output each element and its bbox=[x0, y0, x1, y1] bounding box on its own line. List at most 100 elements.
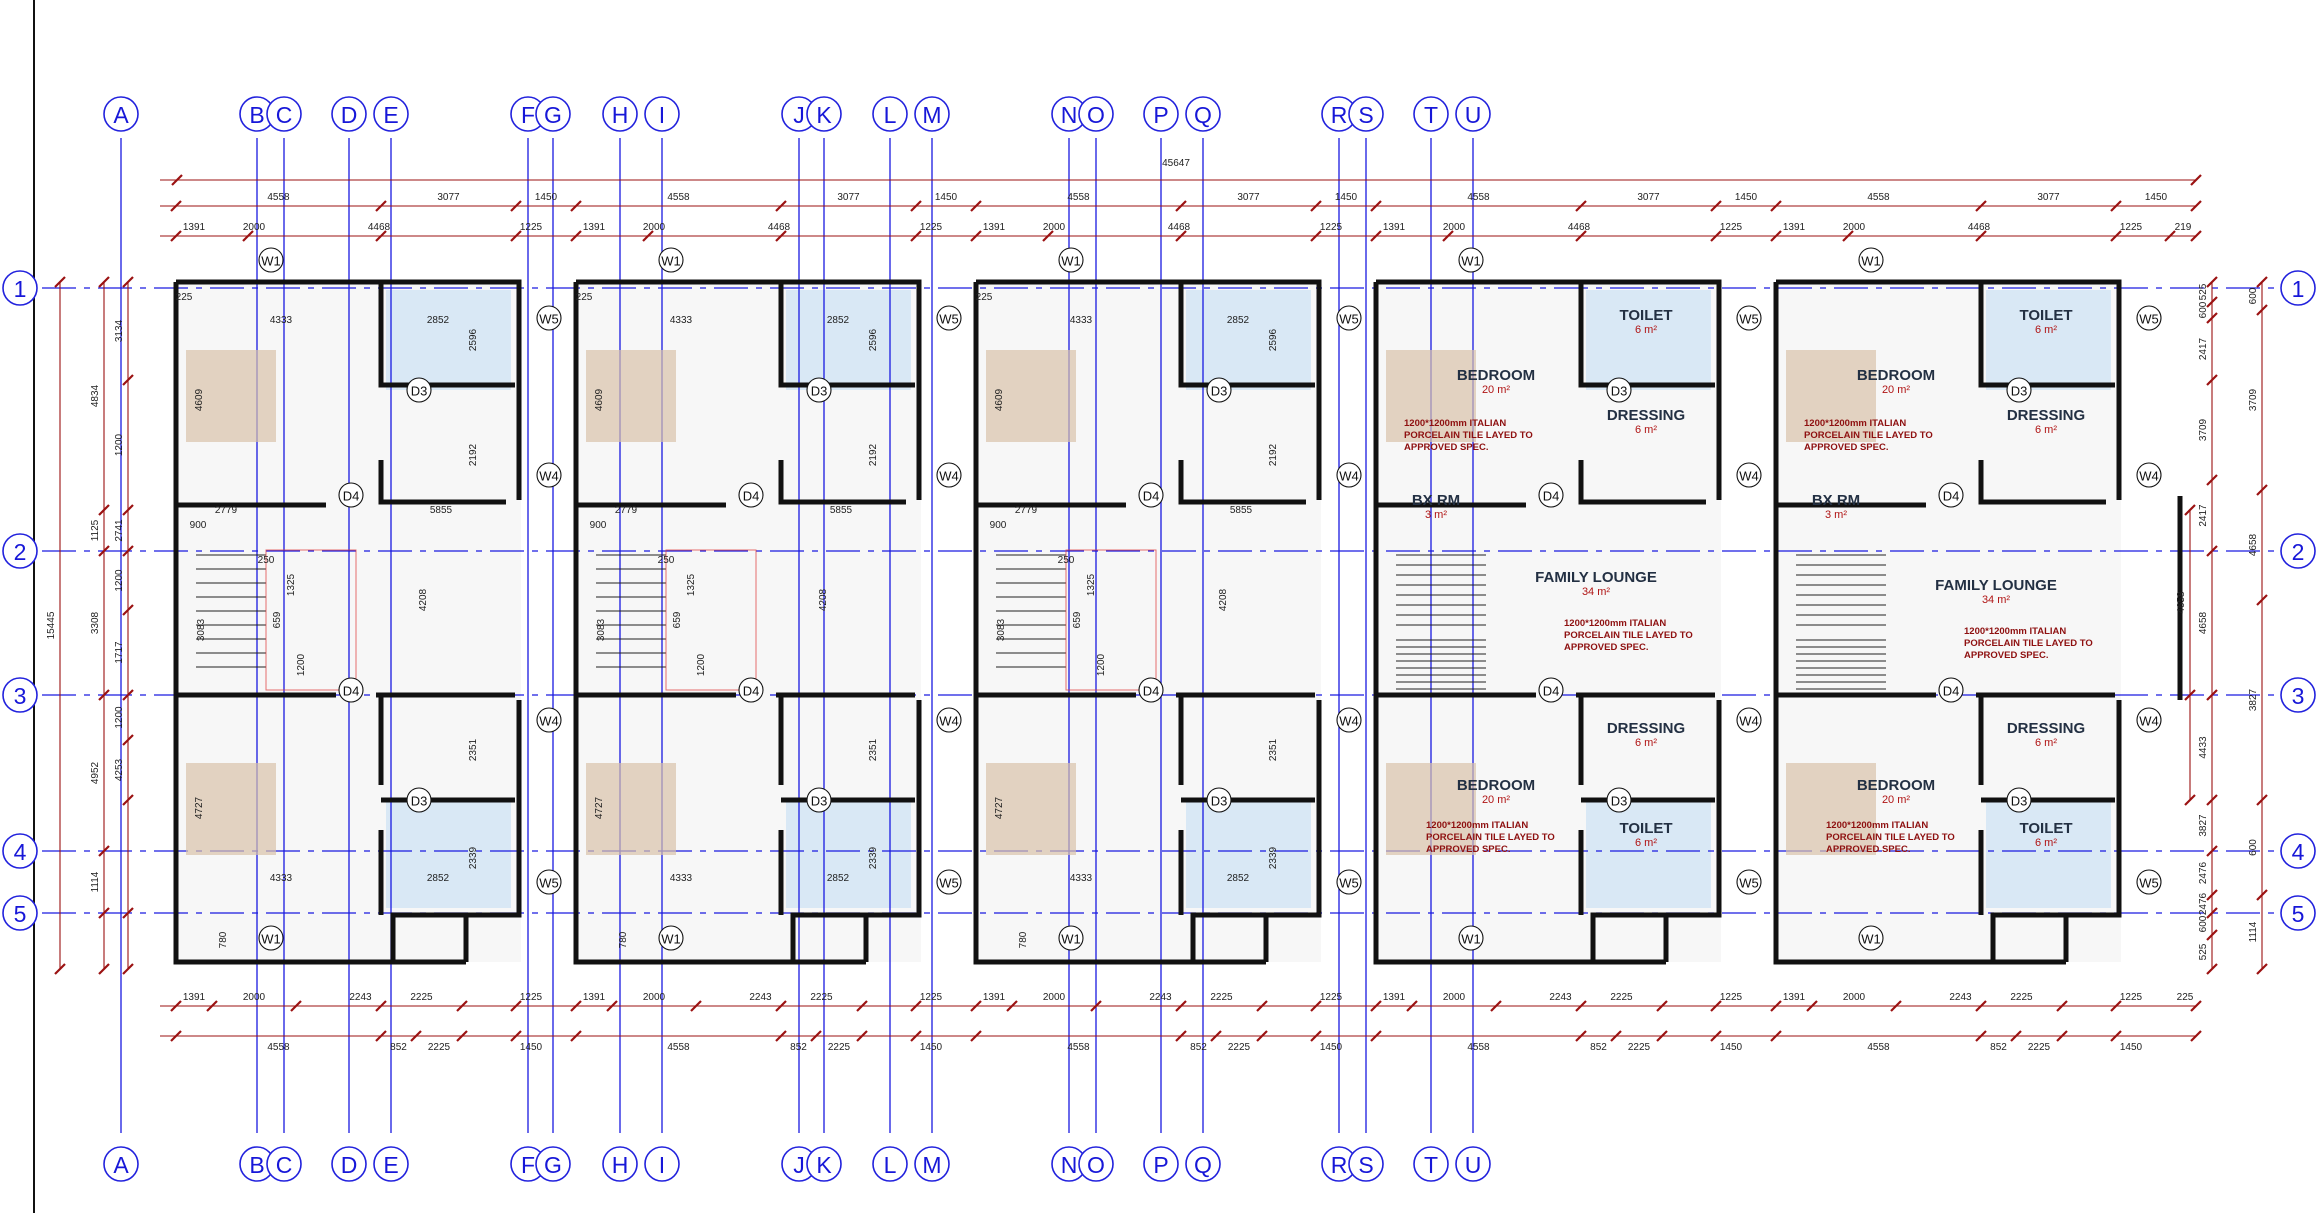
dim-tick bbox=[171, 174, 183, 186]
dim-text: 2225 bbox=[828, 1042, 851, 1053]
dim-tick bbox=[2206, 963, 2218, 975]
opening-tag-d4 bbox=[738, 482, 764, 508]
toilet-floor-upper bbox=[1186, 290, 1311, 390]
opening-tag-w1 bbox=[1858, 247, 1884, 273]
room-name: DRESSING bbox=[2007, 720, 2085, 737]
dim-tick bbox=[970, 200, 982, 212]
opening-tag-text: W4 bbox=[2139, 714, 2159, 729]
internal-dim-text: 2351 bbox=[468, 738, 479, 761]
grid-bubble-2-left bbox=[2, 533, 38, 569]
dim-text: 2225 bbox=[1228, 1042, 1251, 1053]
grid-bubble-label: 4 bbox=[14, 839, 27, 865]
opening-tag-d3 bbox=[406, 377, 432, 403]
grid-bubble-K-bottom bbox=[806, 1146, 842, 1182]
opening-tag-d3 bbox=[1206, 377, 1232, 403]
grid-bubble-label: F bbox=[521, 1152, 535, 1178]
dim-text: 4658 bbox=[2198, 611, 2209, 634]
opening-tag-text: D3 bbox=[1211, 384, 1228, 399]
stair-outline bbox=[1065, 549, 1157, 691]
window-line bbox=[206, 281, 316, 963]
opening-tag-d3 bbox=[1206, 787, 1232, 813]
internal-dim-text: 4333 bbox=[670, 315, 693, 326]
dim-tick bbox=[2206, 794, 2218, 806]
dim-text: 4468 bbox=[768, 222, 791, 233]
dim-text: 2000 bbox=[1443, 992, 1466, 1003]
internal-dim-text: 4333 bbox=[270, 315, 293, 326]
grid-bubble-3-right bbox=[2280, 677, 2316, 713]
opening-tag-text: D3 bbox=[1611, 384, 1628, 399]
dim-tick bbox=[2256, 889, 2268, 901]
dim-tick bbox=[375, 1000, 387, 1012]
dim-text: 1450 bbox=[2145, 192, 2168, 203]
room-name: BX RM bbox=[1412, 492, 1460, 509]
dim-tick bbox=[122, 504, 134, 516]
opening-tag-d4 bbox=[1138, 677, 1164, 703]
floor-finish-note: PORCELAIN TILE LAYED TO bbox=[1404, 430, 1533, 441]
dim-tick bbox=[1310, 200, 1322, 212]
dim-text: 2225 bbox=[810, 992, 833, 1003]
internal-dim-text: 250 bbox=[258, 555, 275, 566]
opening-tag-text: W4 bbox=[1739, 469, 1759, 484]
grid-bubble-label: J bbox=[793, 1152, 805, 1178]
grid-bubble-label: C bbox=[276, 102, 293, 128]
bed-upper bbox=[186, 350, 276, 442]
bed-lower bbox=[986, 763, 1076, 855]
dim-text: 2000 bbox=[1843, 222, 1866, 233]
dim-text: 1391 bbox=[183, 992, 206, 1003]
grid-bubble-label: H bbox=[612, 1152, 629, 1178]
dim-tick bbox=[98, 504, 110, 516]
dim-tick bbox=[170, 230, 182, 242]
internal-dim-text: 2852 bbox=[827, 873, 850, 884]
dim-tick bbox=[2256, 963, 2268, 975]
floor-finish-note: PORCELAIN TILE LAYED TO bbox=[1426, 832, 1555, 843]
grid-bubble-label: B bbox=[249, 102, 264, 128]
dim-tick bbox=[775, 1030, 787, 1042]
dim-text: 1225 bbox=[2120, 222, 2143, 233]
dim-text: 4558 bbox=[1467, 1042, 1490, 1053]
grid-bubble-label: T bbox=[1424, 1152, 1438, 1178]
grid-bubble-label: O bbox=[1087, 1152, 1105, 1178]
internal-dim-text: 2852 bbox=[827, 315, 850, 326]
dim-text: 4952 bbox=[90, 761, 101, 784]
grid-bubble-4-left bbox=[2, 833, 38, 869]
dim-tick bbox=[1656, 1000, 1668, 1012]
exterior-wall bbox=[973, 279, 1322, 965]
grid-bubble-D-top bbox=[331, 96, 367, 132]
exterior-wall bbox=[173, 279, 522, 965]
floor-finish-note: APPROVED SPEC. bbox=[1564, 642, 1648, 653]
opening-tag-d3 bbox=[806, 787, 832, 813]
internal-dim-text: 1200 bbox=[296, 653, 307, 676]
opening-tag-text: D3 bbox=[1611, 794, 1628, 809]
dim-text: 2000 bbox=[643, 222, 666, 233]
dim-text: 1391 bbox=[1783, 992, 1806, 1003]
dim-tick bbox=[1090, 1000, 1102, 1012]
opening-tag-text: W4 bbox=[1339, 714, 1359, 729]
opening-tag-text: W1 bbox=[1861, 254, 1881, 269]
opening-tag-text: D4 bbox=[343, 684, 360, 699]
grid-bubble-O-top bbox=[1078, 96, 1114, 132]
opening-tag-text: D4 bbox=[743, 684, 760, 699]
dim-text: 2225 bbox=[1610, 992, 1633, 1003]
dim-tick bbox=[1175, 200, 1187, 212]
dim-text: 4658 bbox=[2176, 591, 2187, 614]
dim-text: 1450 bbox=[535, 192, 558, 203]
grid-bubble-1-left bbox=[2, 270, 38, 306]
internal-dim-text: 2192 bbox=[468, 443, 479, 466]
dim-text: 2000 bbox=[243, 222, 266, 233]
floor-finish-note: 1200*1200mm ITALIAN bbox=[1426, 820, 1528, 831]
opening-tag-w4 bbox=[936, 462, 962, 488]
dim-tick bbox=[1770, 1030, 1782, 1042]
dim-text: 1200 bbox=[114, 706, 125, 729]
room-area: 6 m² bbox=[1635, 737, 1657, 749]
grid-bubble-label: U bbox=[1465, 1152, 1482, 1178]
dim-overall-text: 45647 bbox=[1162, 158, 1190, 169]
room-name: BEDROOM bbox=[1457, 367, 1535, 384]
grid-bubble-label: 4 bbox=[2292, 839, 2305, 865]
internal-dim-text: 4208 bbox=[818, 588, 829, 611]
dim-tick bbox=[775, 1000, 787, 1012]
dim-text: 4558 bbox=[267, 192, 290, 203]
dim-text: 1450 bbox=[1735, 192, 1758, 203]
dim-text: 1114 bbox=[90, 871, 101, 892]
dim-text: 1391 bbox=[983, 992, 1006, 1003]
opening-tag-text: D4 bbox=[1943, 489, 1960, 504]
